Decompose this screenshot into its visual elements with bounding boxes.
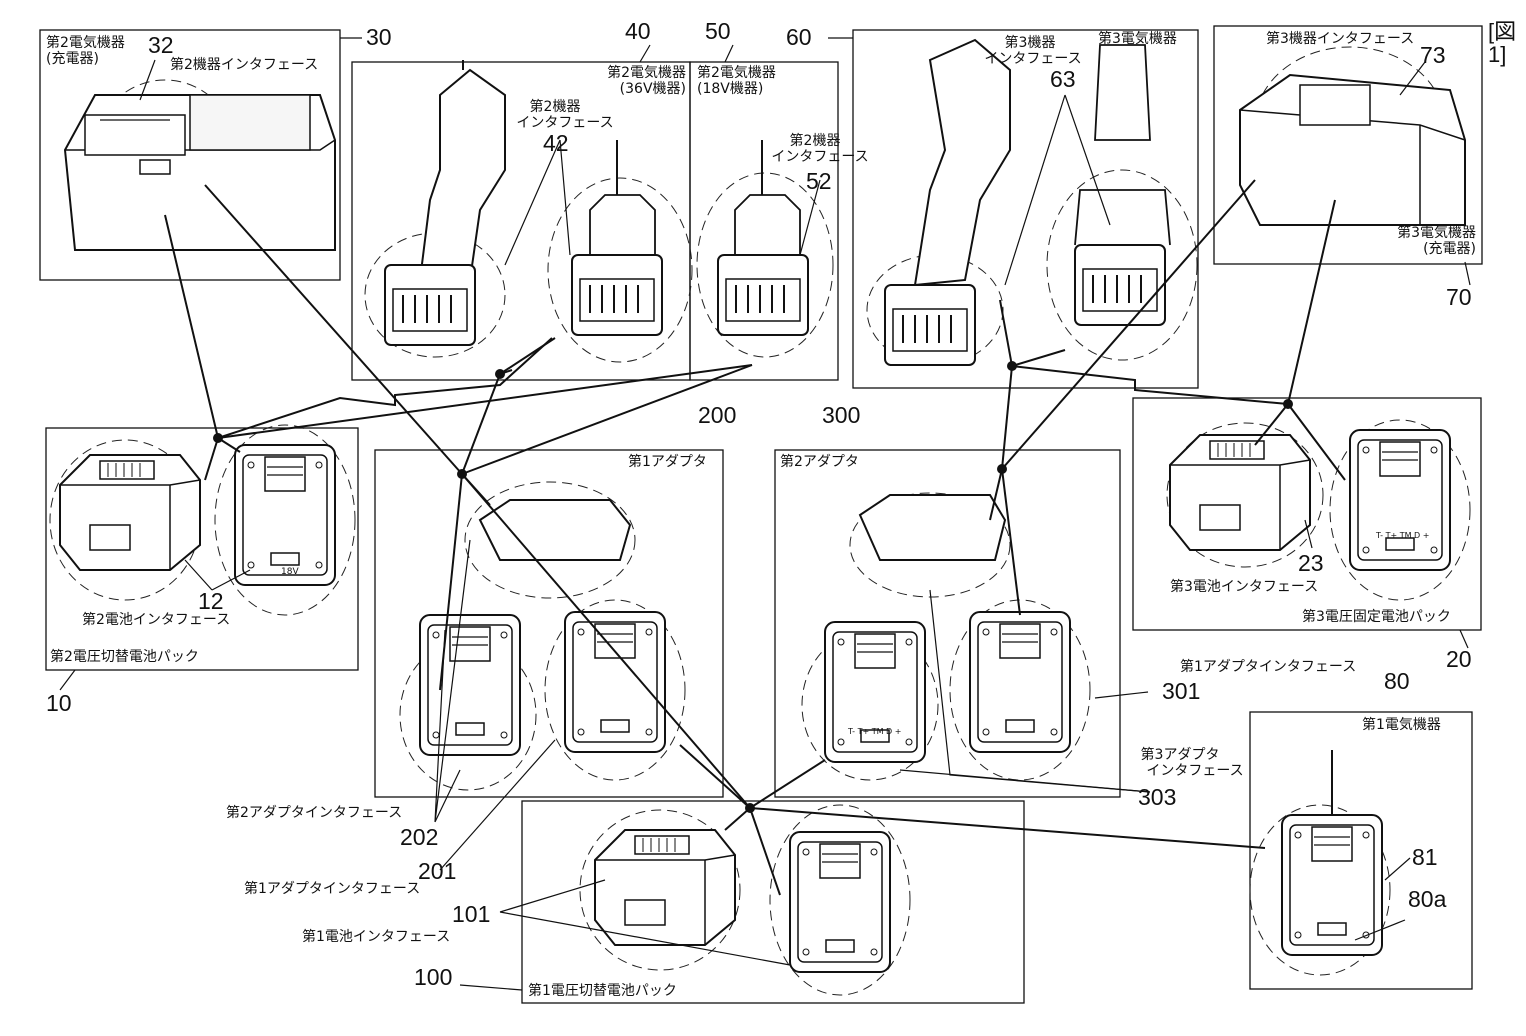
drill-60-body <box>913 38 1011 287</box>
adapter-200-top <box>478 499 632 561</box>
callout-303-l2: インタフェース <box>1146 763 1244 779</box>
frame-boxes <box>39 25 1483 1004</box>
ref-30: 30 <box>366 24 392 50</box>
box-100 <box>521 800 1025 1004</box>
box-80 <box>1249 711 1473 990</box>
box-30-subtitle: (充電器) <box>46 51 99 67</box>
ref-10: 10 <box>46 690 72 716</box>
adapter-300-pins: T- T+ TM D + <box>848 727 902 736</box>
box-200 <box>374 449 724 798</box>
callout-201-label: 第1アダプタインタフェース <box>244 881 421 897</box>
detail-circle-200c <box>544 599 686 781</box>
detail-circle-50 <box>696 172 834 358</box>
connection-lines <box>164 179 1346 896</box>
callout-101-label: 第1電池インタフェース <box>302 929 451 945</box>
ref-80: 80 <box>1384 668 1410 694</box>
detail-circle-101b <box>769 804 911 996</box>
drill-40-body <box>418 68 506 281</box>
box-200-title: 第1アダプタ <box>628 454 707 470</box>
box-10 <box>45 427 359 671</box>
box-40-title: 第2電気機器 <box>607 65 686 81</box>
adapter-300-top <box>858 494 1007 561</box>
detail-circle-20a <box>1166 422 1324 568</box>
box-100-title: 第1電圧切替電池パック <box>528 983 677 999</box>
detail-circle-300c <box>949 599 1091 781</box>
ref-101: 101 <box>452 901 491 927</box>
ref-23: 23 <box>1298 550 1324 576</box>
box-70 <box>1213 25 1483 265</box>
detail-circle-40b <box>547 177 693 363</box>
box-40-subtitle: (36V機器) <box>619 81 686 97</box>
battery-18v-tag: 18V <box>281 567 299 577</box>
ref-60: 60 <box>786 24 812 50</box>
charger-70-body <box>1239 73 1466 226</box>
box-10-interface: 第2電池インタフェース <box>82 612 231 628</box>
ref-303: 303 <box>1138 784 1177 810</box>
figure-number: [図1] <box>1488 19 1517 68</box>
ref-50: 50 <box>705 18 731 44</box>
box-40-iface-l2: インタフェース <box>516 115 614 131</box>
box-30 <box>39 29 341 281</box>
ref-301: 301 <box>1162 678 1201 704</box>
detail-circle-60b <box>1046 169 1198 361</box>
ref-40: 40 <box>625 18 651 44</box>
box-60-title: 第3電気機器 <box>1098 31 1177 47</box>
box-30-title: 第2電気機器 <box>46 35 125 51</box>
detail-circle-101a <box>579 809 741 971</box>
box-20-interface: 第3電池インタフェース <box>1170 579 1319 595</box>
ref-20: 20 <box>1446 646 1472 672</box>
box-300-title: 第2アダプタ <box>780 454 859 470</box>
detail-circle-12 <box>214 424 356 616</box>
box-10-title: 第2電圧切替電池パック <box>50 649 199 665</box>
detail-circle-200a <box>464 481 636 599</box>
box-30-interface: 第2機器インタフェース <box>170 57 319 73</box>
detail-circle-81 <box>1249 804 1391 976</box>
box-20 <box>1132 397 1482 631</box>
box-20-title: 第3電圧固定電池パック <box>1302 609 1451 625</box>
device-drawings <box>59 38 1466 973</box>
box-60-iface-l2: インタフェース <box>984 51 1082 67</box>
detail-circle-300a <box>849 492 1011 598</box>
junction-dots <box>213 361 1293 813</box>
box-70-subtitle: (充電器) <box>1423 241 1476 257</box>
box-50-iface-l2: インタフェース <box>771 149 869 165</box>
box-60-iface-l1: 第3機器 <box>1004 35 1056 51</box>
ref-32: 32 <box>148 32 174 58</box>
battery-20-pins: T- T+ TM D + <box>1376 531 1430 540</box>
ref-80a: 80a <box>1408 886 1447 912</box>
box-50-iface-l1: 第2機器 <box>789 133 841 149</box>
box-50 <box>689 61 839 381</box>
box-80-title: 第1電気機器 <box>1362 717 1441 733</box>
ref-42: 42 <box>543 130 569 156</box>
ref-200: 200 <box>698 402 737 428</box>
box-70-title: 第3電気機器 <box>1397 225 1476 241</box>
callout-202-label: 第2アダプタインタフェース <box>226 805 403 821</box>
ref-201: 201 <box>418 858 457 884</box>
ref-73: 73 <box>1420 42 1446 68</box>
ref-70: 70 <box>1446 284 1472 310</box>
callout-303-l1: 第3アダプタ <box>1140 747 1220 763</box>
ref-52: 52 <box>806 168 832 194</box>
ref-100: 100 <box>414 964 453 990</box>
ref-81: 81 <box>1412 844 1438 870</box>
detail-circle-23 <box>1329 419 1471 601</box>
box-70-interface: 第3機器インタフェース <box>1266 31 1415 47</box>
ref-202: 202 <box>400 824 439 850</box>
ref-300: 300 <box>822 402 861 428</box>
leader-lines <box>59 37 1471 991</box>
ref-12: 12 <box>198 588 224 614</box>
box-50-subtitle: (18V機器) <box>697 81 764 97</box>
box-300 <box>774 449 1121 798</box>
ref-63: 63 <box>1050 66 1076 92</box>
box-60 <box>852 29 1199 389</box>
callout-301-label: 第1アダプタインタフェース <box>1180 659 1357 675</box>
box-40-iface-l1: 第2機器 <box>529 99 581 115</box>
box-50-title: 第2電気機器 <box>697 65 776 81</box>
